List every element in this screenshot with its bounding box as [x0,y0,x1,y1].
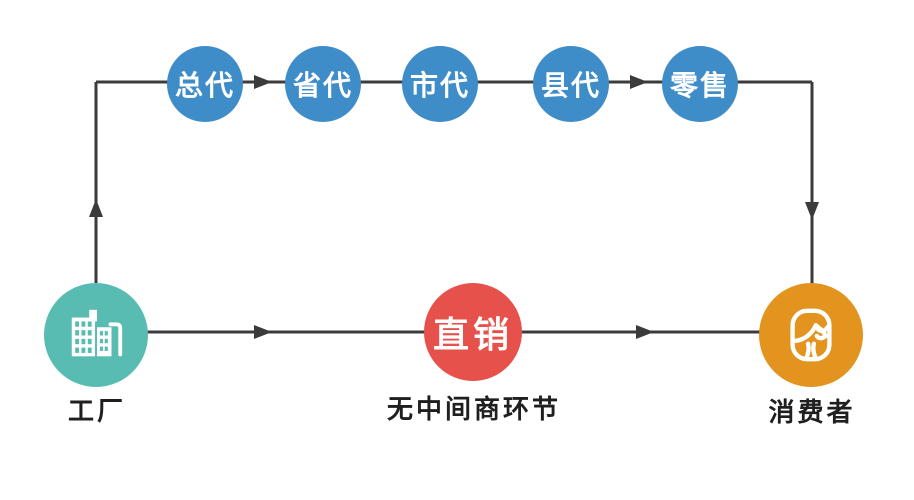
factory-icon [71,309,123,357]
chain-node-label: 县代 [540,70,601,101]
chain-node-label: 总代 [174,70,235,101]
factory-node [44,283,148,387]
arrow-right-icon [636,325,654,339]
chain-node-retail: 零售 [662,46,738,122]
factory-label: 工厂 [67,396,127,426]
chain-node-general-agent: 总代 [167,46,243,122]
direct-sales-node: 直销 [424,283,522,381]
arrow-right-icon [254,325,272,339]
chain-node-label: 省代 [292,70,353,101]
person-icon [790,308,832,362]
consumer-label: 消费者 [768,397,856,427]
chain-node-label: 零售 [669,70,730,101]
arrow-up-icon [89,199,103,217]
direct-sales-label: 直销 [432,314,513,355]
chain-node-province-agent: 省代 [285,46,361,122]
arrow-down-icon [805,202,819,220]
arrow-right-icon [254,75,272,89]
direct-sales-caption: 无中间商环节 [386,394,562,424]
consumer-node [759,283,863,387]
chain-node-county-agent: 县代 [533,46,609,122]
arrow-right-icon [630,75,648,89]
chain-node-label: 市代 [409,70,470,101]
chain-node-city-agent: 市代 [402,46,478,122]
